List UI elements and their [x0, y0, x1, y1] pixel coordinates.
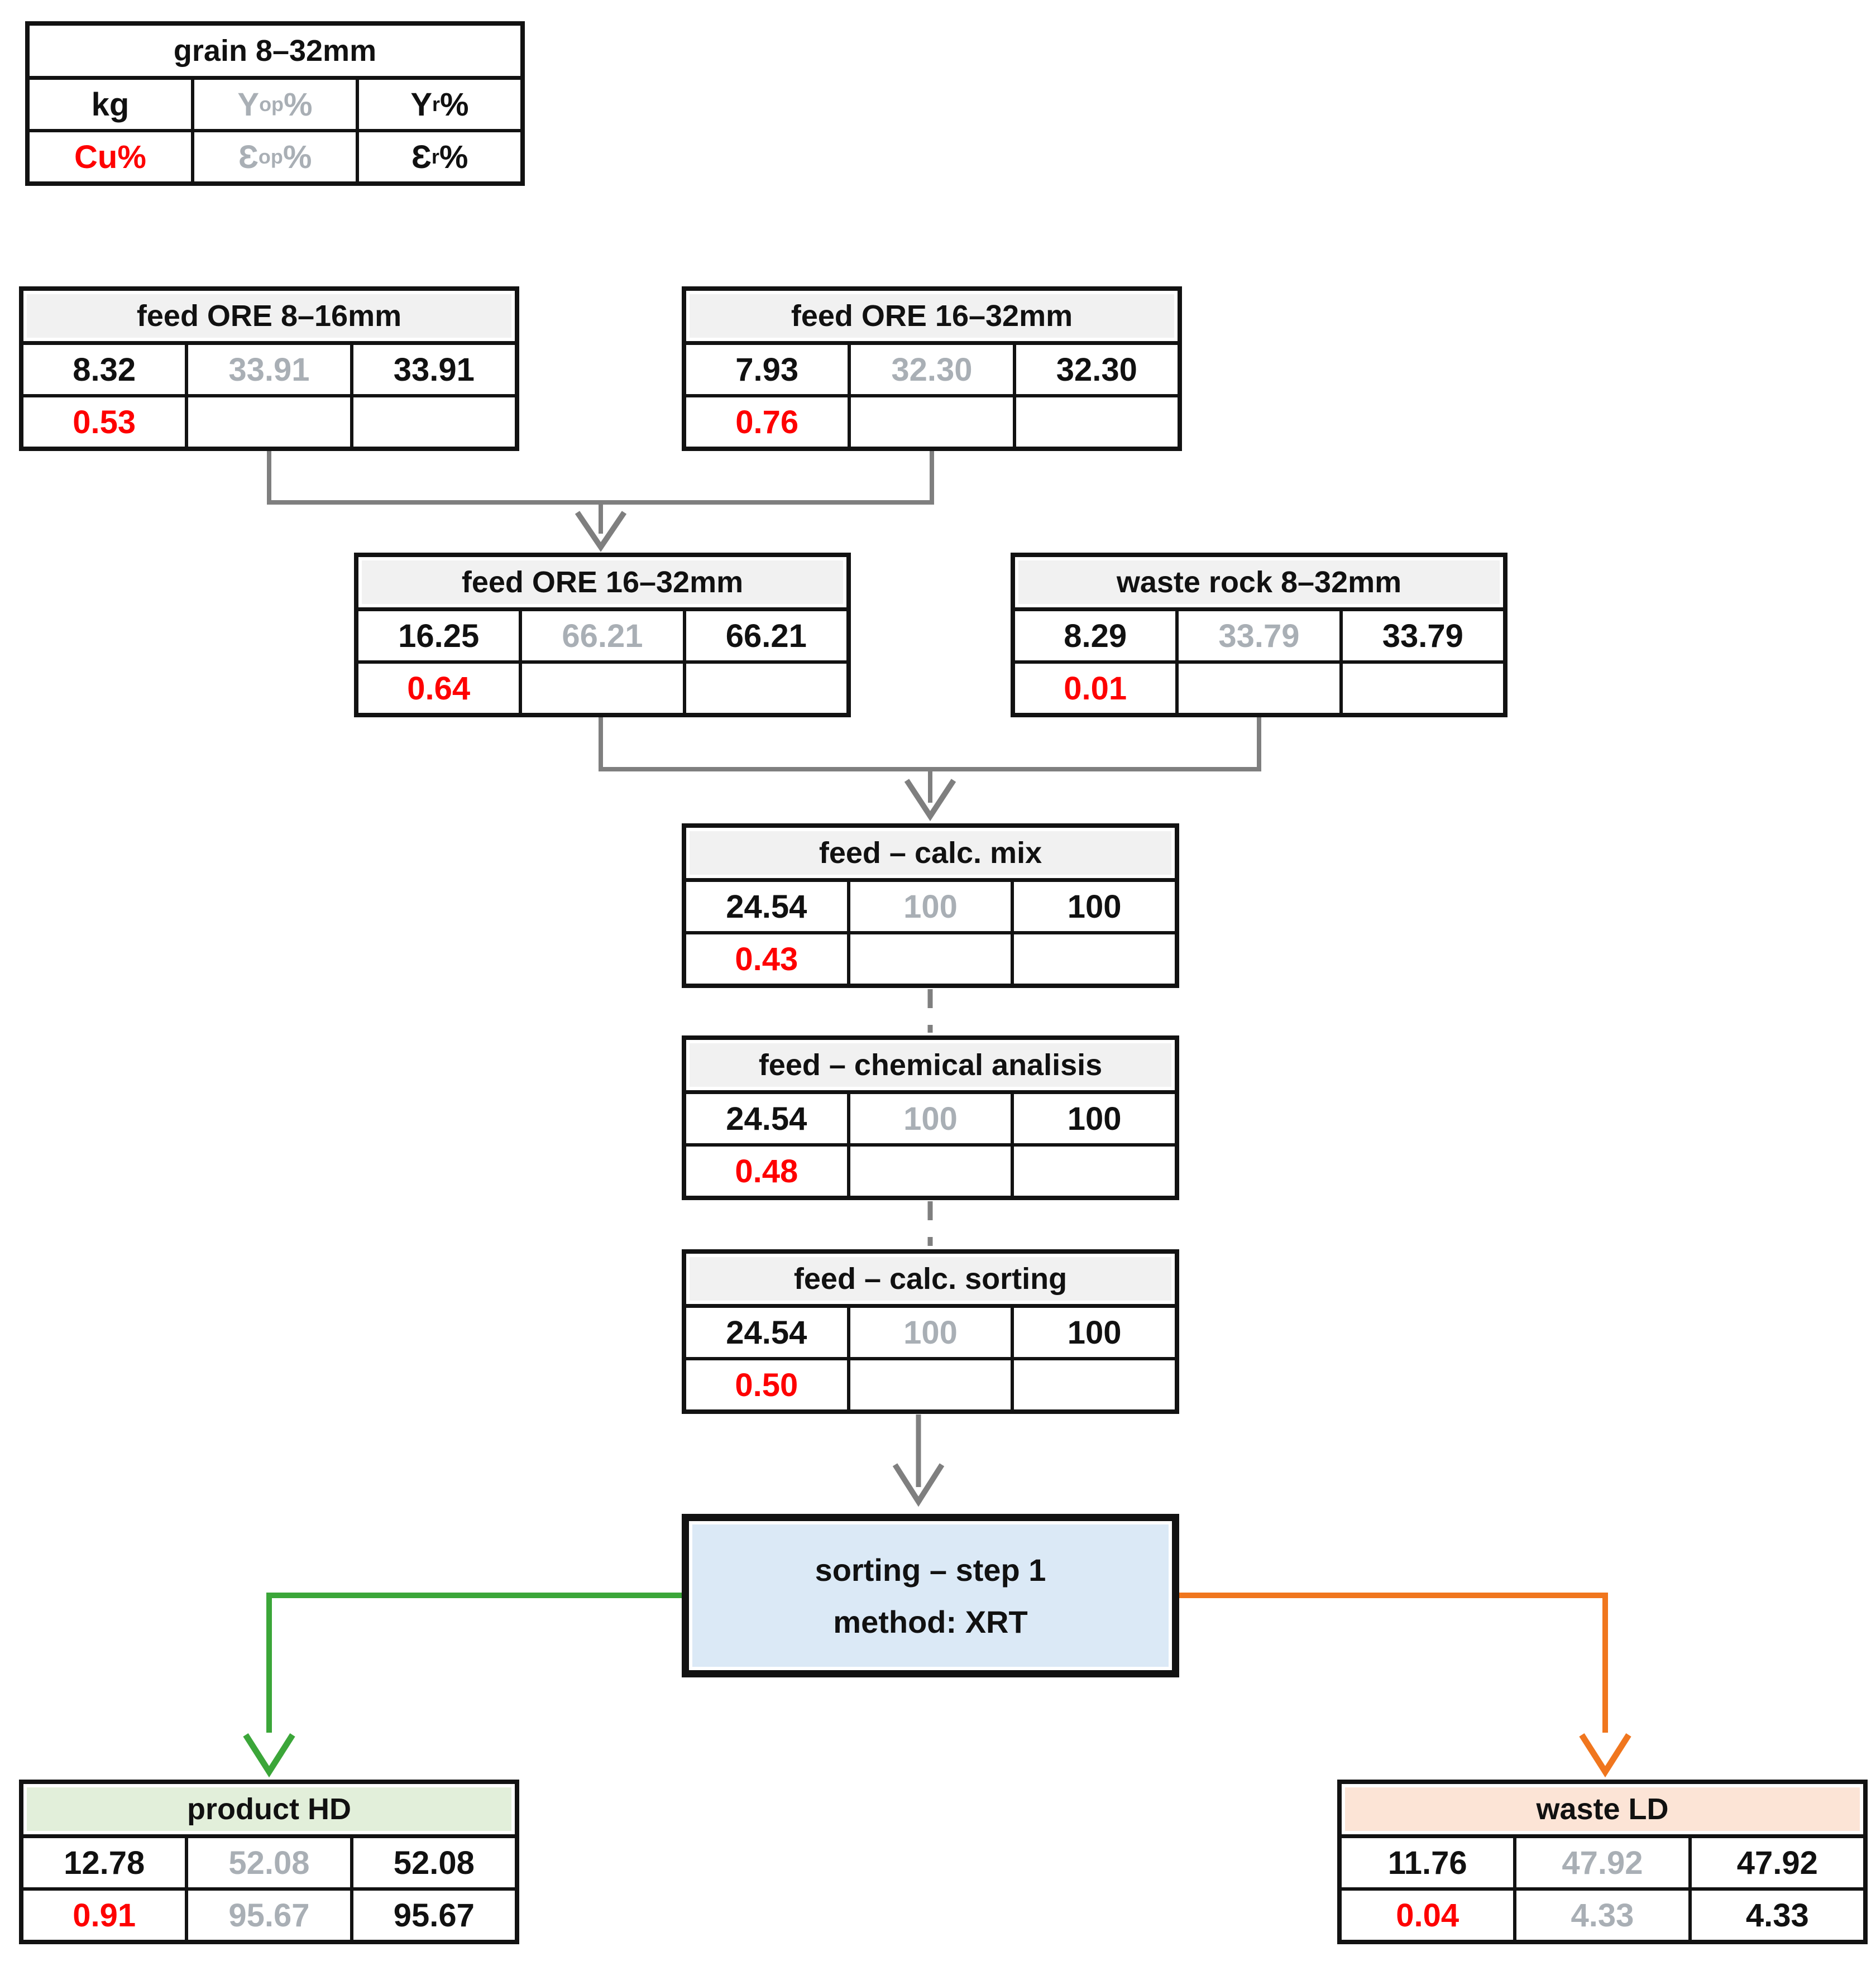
value-yield-relative: 52.08	[350, 1838, 515, 1887]
value-cu-grade: 0.48	[735, 1153, 798, 1190]
table-title: feed ORE 16–32mm	[686, 291, 1178, 345]
value-recovery-operational	[846, 1147, 1011, 1196]
value-recovery-operational	[1175, 664, 1339, 713]
value-cu-grade: 0.76	[735, 404, 799, 440]
value-cu-grade: 0.01	[1064, 670, 1127, 707]
value-yield-operational: 52.08	[185, 1838, 350, 1887]
table-feed-calc-mix: feed – calc. mix 24.54 100 100 0.43	[682, 823, 1179, 988]
table-title: feed – chemical analisis	[686, 1040, 1175, 1094]
legend-cell-kg: kg	[91, 86, 130, 123]
value-recovery-operational: 95.67	[185, 1891, 350, 1940]
value-cu-grade: 0.91	[73, 1897, 136, 1934]
value-yield-relative: 100	[1011, 1094, 1175, 1143]
table-feed-ore-8-16mm: feed ORE 8–16mm 8.32 33.91 33.91 0.53	[19, 286, 519, 451]
value-kg: 24.54	[726, 888, 807, 925]
value-yield-operational: 100	[846, 882, 1011, 931]
value-recovery-relative	[350, 397, 515, 447]
value-yield-relative: 33.91	[350, 345, 515, 394]
feed-to-sorting-arrow	[892, 1414, 945, 1507]
value-recovery-operational	[848, 397, 1012, 447]
value-yield-relative: 33.79	[1339, 611, 1503, 660]
sorting-step-box: sorting – step 1 method: XRT	[682, 1514, 1179, 1677]
table-title: feed – calc. sorting	[686, 1254, 1175, 1308]
value-yield-operational: 100	[846, 1094, 1011, 1143]
value-yield-operational: 100	[846, 1308, 1011, 1357]
table-product-hd: product HD 12.78 52.08 52.08 0.91 95.67 …	[19, 1780, 519, 1944]
value-recovery-relative	[1339, 664, 1503, 713]
value-kg: 11.76	[1387, 1844, 1467, 1881]
value-cu-grade: 0.50	[735, 1366, 798, 1403]
value-recovery-operational	[519, 664, 682, 713]
value-recovery-relative	[1011, 1360, 1175, 1409]
table-title: feed – calc. mix	[686, 828, 1175, 882]
value-recovery-relative	[682, 664, 846, 713]
table-title: waste LD	[1342, 1784, 1863, 1838]
value-recovery-relative: 95.67	[350, 1891, 515, 1940]
value-recovery-operational: 4.33	[1513, 1891, 1688, 1940]
value-kg: 8.32	[73, 351, 136, 388]
value-yield-operational: 66.21	[519, 611, 682, 660]
table-title: waste rock 8–32mm	[1015, 557, 1503, 611]
value-cu-grade: 0.04	[1396, 1897, 1459, 1934]
value-recovery-operational	[846, 1360, 1011, 1409]
value-cu-grade: 0.43	[735, 941, 798, 977]
value-recovery-relative: 4.33	[1688, 1891, 1863, 1940]
table-title: feed ORE 8–16mm	[23, 291, 515, 345]
value-yield-relative: 66.21	[682, 611, 846, 660]
merge-connector-1	[267, 448, 934, 552]
table-title: product HD	[23, 1784, 515, 1838]
value-recovery-relative	[1012, 397, 1178, 447]
table-feed-calc-sorting: feed – calc. sorting 24.54 100 100 0.50	[682, 1249, 1179, 1414]
value-recovery-relative	[1011, 1147, 1175, 1196]
value-yield-relative: 100	[1011, 882, 1175, 931]
value-yield-operational: 32.30	[848, 345, 1012, 394]
merge-connector-2	[599, 715, 1261, 822]
value-kg: 7.93	[735, 351, 799, 388]
sorting-method-label: method: XRT	[833, 1604, 1028, 1639]
table-title: feed ORE 16–32mm	[358, 557, 846, 611]
value-cu-grade: 0.64	[407, 670, 471, 707]
value-kg: 8.29	[1064, 617, 1127, 654]
value-kg: 24.54	[726, 1314, 807, 1351]
table-feed-ore-combined: feed ORE 16–32mm 16.25 66.21 66.21 0.64	[354, 553, 851, 717]
value-yield-operational: 33.91	[185, 345, 350, 394]
value-yield-relative: 32.30	[1012, 345, 1178, 394]
table-waste-rock-8-32mm: waste rock 8–32mm 8.29 33.79 33.79 0.01	[1011, 553, 1508, 717]
value-cu-grade: 0.53	[73, 404, 136, 440]
table-feed-chemical-analysis: feed – chemical analisis 24.54 100 100 0…	[682, 1035, 1179, 1200]
table-title: grain 8–32mm	[30, 26, 520, 80]
product-arrow-green	[243, 1593, 682, 1778]
value-yield-operational: 33.79	[1175, 611, 1339, 660]
table-waste-ld: waste LD 11.76 47.92 47.92 0.04 4.33 4.3…	[1337, 1780, 1868, 1944]
value-yield-relative: 47.92	[1688, 1838, 1863, 1887]
value-recovery-relative	[1011, 934, 1175, 984]
sorting-step-label: sorting – step 1	[815, 1552, 1046, 1588]
value-recovery-operational	[185, 397, 350, 447]
waste-arrow-orange	[1179, 1593, 1631, 1778]
value-yield-relative: 100	[1011, 1308, 1175, 1357]
table-feed-ore-16-32mm: feed ORE 16–32mm 7.93 32.30 32.30 0.76	[682, 286, 1182, 451]
legend-cell-cu-grade: Cu%	[74, 138, 146, 175]
value-kg: 12.78	[64, 1844, 145, 1881]
value-recovery-operational	[846, 934, 1011, 984]
value-kg: 16.25	[398, 617, 480, 654]
value-kg: 24.54	[726, 1100, 807, 1137]
value-yield-operational: 47.92	[1513, 1838, 1688, 1887]
